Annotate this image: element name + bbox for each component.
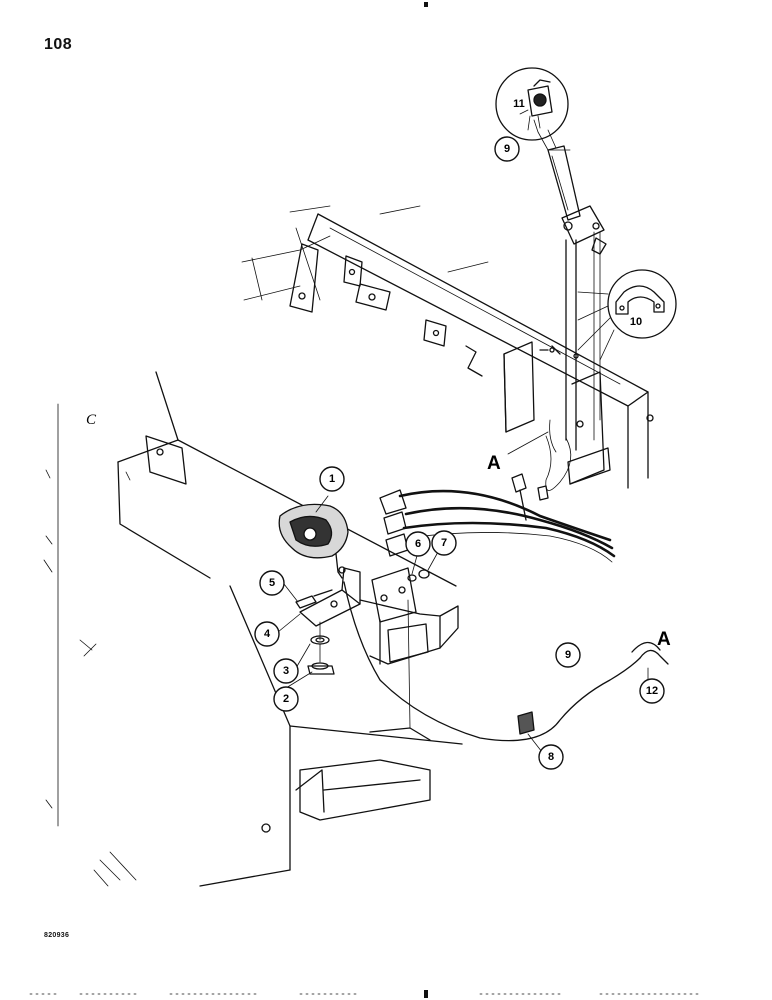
page-number: 108 bbox=[44, 36, 73, 53]
svg-text:9: 9 bbox=[565, 649, 571, 661]
svg-text:7: 7 bbox=[441, 537, 447, 549]
callout-7: 7 bbox=[431, 530, 457, 556]
horn-bracket bbox=[299, 567, 459, 665]
leader-lines bbox=[277, 109, 649, 753]
svg-text:12: 12 bbox=[646, 685, 658, 697]
svg-text:10: 10 bbox=[630, 316, 642, 328]
svg-text:4: 4 bbox=[264, 628, 271, 640]
horn bbox=[278, 503, 349, 579]
svg-text:2: 2 bbox=[283, 693, 289, 705]
svg-text:8: 8 bbox=[548, 751, 554, 763]
callout-1: 1 bbox=[319, 466, 345, 492]
callout-9-top: 9 bbox=[494, 136, 520, 162]
callout-10: 10 bbox=[630, 316, 642, 328]
callout-5: 5 bbox=[259, 570, 285, 596]
wiring-harness bbox=[379, 419, 616, 563]
svg-text:5: 5 bbox=[269, 577, 275, 589]
upper-frame-background bbox=[241, 205, 489, 301]
svg-text:9: 9 bbox=[504, 143, 510, 155]
inset-clamp-detail bbox=[577, 269, 677, 361]
callout-4: 4 bbox=[254, 621, 280, 647]
left-margin-marks bbox=[43, 403, 97, 827]
inset-switch-detail bbox=[495, 67, 569, 141]
ref-letter-a-right: A bbox=[657, 629, 671, 650]
fasteners bbox=[295, 569, 430, 675]
control-stalk bbox=[533, 119, 607, 451]
ref-letter-a-left: A bbox=[487, 453, 501, 474]
bottom-page-mark bbox=[424, 990, 428, 998]
horn-cable bbox=[343, 581, 669, 742]
callout-3: 3 bbox=[273, 658, 299, 684]
svg-text:11: 11 bbox=[513, 98, 525, 110]
svg-text:1: 1 bbox=[329, 473, 335, 485]
callout-2: 2 bbox=[273, 686, 299, 712]
svg-text:6: 6 bbox=[415, 538, 421, 550]
callout-12: 12 bbox=[639, 678, 665, 704]
ref-letter-c: C bbox=[86, 412, 97, 428]
svg-text:3: 3 bbox=[283, 665, 289, 677]
callout-8: 8 bbox=[538, 744, 564, 770]
figure-code: 820936 bbox=[44, 932, 70, 939]
top-page-mark bbox=[424, 2, 428, 7]
upper-cross-member bbox=[289, 213, 654, 489]
callout-6: 6 bbox=[405, 531, 431, 557]
lower-main-frame bbox=[93, 371, 463, 887]
callout-11: 11 bbox=[513, 98, 525, 110]
callout-9-bottom: 9 bbox=[555, 642, 581, 668]
